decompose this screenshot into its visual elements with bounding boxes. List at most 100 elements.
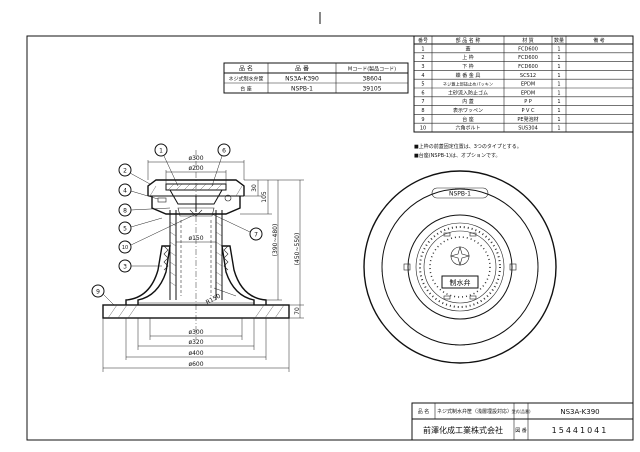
dim-d400: ø400 [188, 350, 203, 357]
dim-h390-480: (390~480) [272, 224, 279, 257]
balloon-6: 6 [211, 143, 231, 187]
balloon-3: 3 [118, 259, 162, 273]
dim-d600: ø600 [188, 361, 203, 368]
dim-d320: ø320 [188, 339, 203, 346]
parts-cell-no: 2 [421, 55, 424, 61]
parts-cell-name: 蓋 [465, 45, 470, 52]
parts-cell-no: 4 [421, 73, 424, 79]
balloon-8: 8 [118, 203, 171, 217]
product-row1-name: ネジ式制水弁筐 [228, 76, 263, 83]
parts-cell-name: 土砂流入防止ゴム [448, 89, 488, 96]
plan-view: NSPB-1 制水弁 [363, 170, 557, 364]
svg-text:10: 10 [122, 245, 128, 251]
dim-h70: 70 [294, 307, 301, 315]
balloon-1: 1 [154, 143, 179, 187]
svg-text:3: 3 [123, 264, 127, 271]
svg-text:5: 5 [123, 226, 127, 233]
parts-cell-material: P V C [521, 108, 535, 114]
parts-cell-name: ネジ蓋上部抜止めパッキン [443, 81, 493, 88]
parts-cell-material: SUS304 [518, 126, 538, 132]
dim-top [147, 160, 245, 184]
parts-cell-name: 上 枠 [462, 54, 474, 61]
parts-cell-no: 10 [420, 126, 426, 132]
plan-center-text: NSPB-1 [449, 191, 471, 198]
parts-cell-qty: 1 [557, 73, 560, 79]
title-drawing-no: 15441041 [552, 426, 609, 435]
product-row2-code: NSPB-1 [291, 86, 313, 93]
product-row1-code: NS3A-K390 [285, 76, 319, 83]
note-1: ■上枠の前蓋固定位置は、3つのタイプとする。 [414, 143, 522, 150]
parts-cell-material: EPDM [521, 90, 535, 96]
parts-cell-qty: 1 [557, 64, 560, 70]
product-header-mcode: Mコード(製品コード) [348, 66, 396, 73]
balloon-9: 9 [91, 284, 115, 306]
parts-cell-no: 9 [421, 117, 424, 123]
parts-cell-qty: 1 [557, 55, 560, 61]
parts-cell-no: 8 [421, 108, 424, 114]
title-block: 品 名 ネジ式制水弁筐（浅層埋設対応） 型式(品番) NS3A-K390 前澤化… [411, 402, 634, 441]
balloon-7: 7 [211, 213, 263, 241]
parts-cell-material: EPDM [521, 82, 535, 88]
svg-text:9: 9 [96, 289, 100, 296]
parts-header-note: 備 考 [593, 37, 605, 44]
section-view: ø300 ø200 ø150 R150 ø300 ø320 ø400 ø600 [91, 143, 304, 372]
dim-d150: ø150 [188, 235, 203, 242]
balloon-5: 5 [118, 217, 163, 235]
parts-cell-no: 6 [421, 90, 424, 96]
svg-text:1: 1 [159, 148, 163, 155]
parts-cell-no: 3 [421, 64, 424, 70]
parts-cell-name: 六角ボルト [455, 125, 480, 132]
dim-vertical [240, 179, 304, 319]
product-header-name: 品 名 [239, 65, 253, 73]
product-header-code: 品 番 [295, 66, 309, 73]
product-row1-mcode: 38604 [362, 76, 381, 83]
parts-cell-material: P P [524, 99, 532, 105]
parts-cell-material: PE発泡材 [517, 116, 538, 123]
svg-text:7: 7 [254, 232, 258, 239]
balloon-2: 2 [118, 163, 151, 185]
note-2: ■台座(NSPB-1)は、オプションです。 [414, 152, 500, 159]
base-pad [102, 304, 290, 319]
parts-cell-qty: 1 [557, 126, 560, 132]
parts-cell-material: SCS12 [520, 73, 536, 79]
svg-text:2: 2 [123, 168, 127, 175]
title-item-value: ネジ式制水弁筐（浅層埋設対応） [437, 408, 512, 415]
parts-header-material: 材 質 [522, 37, 534, 44]
dim-h105: 105 [261, 191, 268, 203]
parts-cell-qty: 1 [557, 46, 560, 52]
lower-frame [125, 210, 267, 305]
parts-cell-qty: 1 [557, 108, 560, 114]
svg-text:8: 8 [123, 208, 127, 215]
balloon-4: 4 [118, 183, 159, 200]
title-company: 前澤化成工業株式会社 [423, 425, 503, 435]
parts-cell-no: 7 [421, 99, 424, 105]
parts-cell-no: 5 [421, 82, 424, 88]
parts-cell-material: FCD600 [518, 55, 538, 61]
product-table: 品 名 品 番 Mコード(製品コード) ネジ式制水弁筐 NS3A-K390 38… [223, 62, 409, 94]
parts-cell-name: 下 枠 [462, 63, 474, 70]
parts-cell-qty: 1 [557, 99, 560, 105]
dim-d300-top: ø300 [188, 155, 203, 162]
svg-text:6: 6 [222, 148, 226, 155]
dim-h450-550: (450~550) [294, 233, 301, 266]
product-row2-mcode: 39105 [362, 86, 381, 93]
parts-cell-qty: 1 [557, 82, 560, 88]
dim-h30: 30 [251, 184, 258, 192]
svg-text:4: 4 [123, 188, 127, 195]
product-row2-name: 台 座 [240, 86, 252, 93]
parts-cell-qty: 1 [557, 90, 560, 96]
parts-cell-name: 台 座 [462, 116, 474, 123]
parts-cell-name: 表示ワッペン [453, 107, 483, 114]
title-model-value: NS3A-K390 [560, 408, 599, 416]
parts-cell-material: FCD600 [518, 64, 538, 70]
dim-d300-bottom: ø300 [188, 329, 203, 336]
sheet-border [26, 35, 634, 441]
parts-cell-qty: 1 [557, 117, 560, 123]
parts-header-no: 番号 [418, 37, 428, 44]
parts-header-name: 部 品 名 称 [456, 37, 481, 44]
dim-bottom [102, 318, 290, 372]
parts-cell-name: 内 蓋 [462, 98, 474, 105]
